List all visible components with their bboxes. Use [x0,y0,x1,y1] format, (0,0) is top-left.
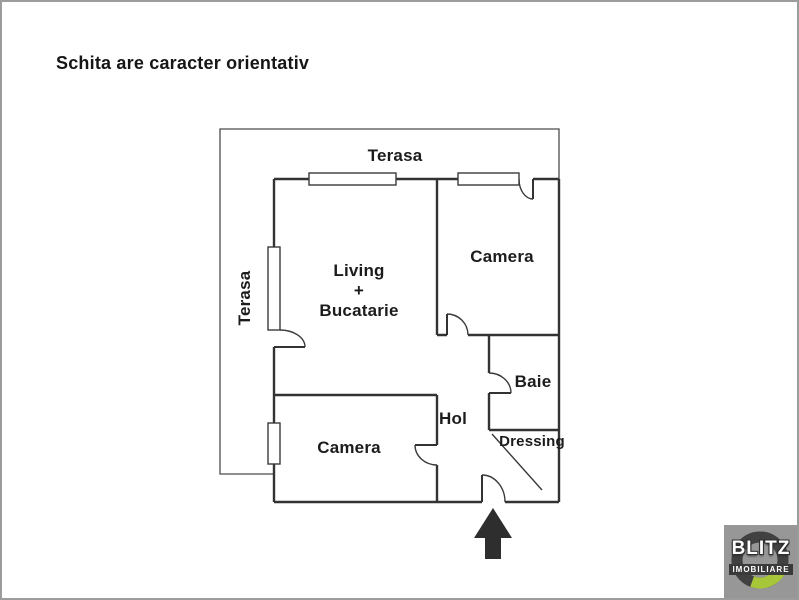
room-label-camera-top: Camera [470,247,534,266]
walls [272,177,561,504]
room-label-hol: Hol [439,409,467,428]
living-line-1: Living [333,261,385,280]
blitz-imobiliare-logo: BLITZ IMOBILIARE [724,525,797,598]
room-label-terasa-top: Terasa [367,146,423,165]
windows [267,172,520,465]
door-leaves [274,179,534,502]
window-living-left [267,246,281,331]
room-label-living-bucatarie: Living + Bucatarie [319,261,398,321]
room-label-terasa-left: Terasa [235,270,254,326]
terrace-outline [219,128,560,475]
door-arcs [279,178,543,503]
window-camera-top [457,172,520,186]
entrance-arrow-icon [474,508,512,559]
room-label-dressing: Dressing [499,433,565,450]
living-line-3: Bucatarie [319,301,399,320]
room-label-baie: Baie [514,372,552,391]
room-label-camera-bottom: Camera [317,438,381,457]
window-living-top [308,172,397,186]
logo-text: BLITZ IMOBILIARE [724,538,797,577]
page-title: Schita are caracter orientativ [56,53,310,73]
window-camera-bottom [267,422,281,465]
logo-brand-text: BLITZ [731,538,791,559]
logo-subtitle-text: IMOBILIARE [729,564,793,575]
living-line-2: + [353,281,365,300]
